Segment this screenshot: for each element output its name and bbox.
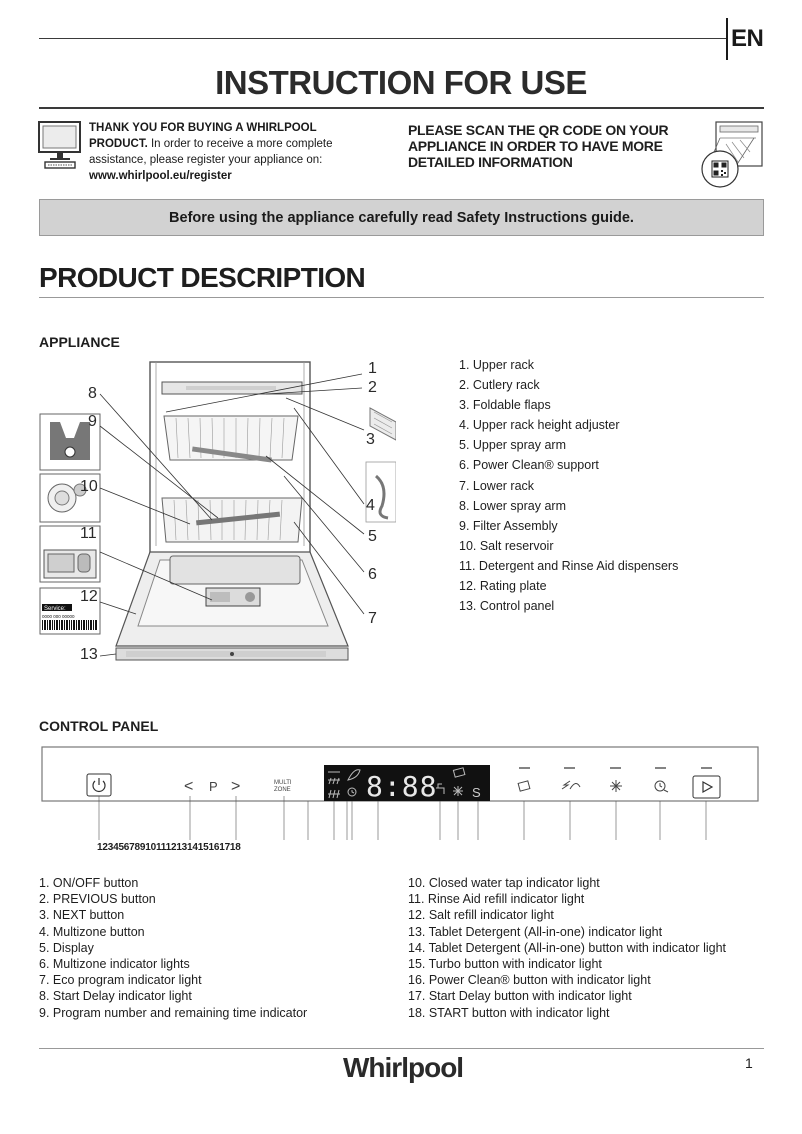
multizone-label-2: ZONE xyxy=(274,787,291,793)
language-code: EN xyxy=(731,25,764,52)
list-item: 4. Upper rack height adjuster xyxy=(459,418,620,433)
callout-8: 8 xyxy=(88,385,97,402)
footer-rule xyxy=(39,1048,764,1049)
list-item: 10. Salt reservoir xyxy=(459,538,554,553)
dishwasher-qr-icon xyxy=(701,121,763,188)
list-item: 5. Display xyxy=(39,940,94,955)
list-item: 13. Tablet Detergent (All-in-one) indica… xyxy=(408,924,663,939)
clock-icon xyxy=(347,787,357,797)
list-item: 15. Turbo button with indicator light xyxy=(408,956,602,971)
callout-13: 13 xyxy=(80,646,98,663)
safety-banner: Before using the appliance carefully rea… xyxy=(39,199,764,236)
computer-monitor-icon xyxy=(38,121,81,169)
callout-2: 2 xyxy=(368,379,377,396)
list-item: 4. Multizone button xyxy=(39,924,145,939)
program-label: P xyxy=(209,779,218,794)
whirlpool-logo: Whirlpool xyxy=(343,1052,464,1083)
rinse-aid-icon xyxy=(453,786,463,796)
prev-label: < xyxy=(184,778,193,795)
list-item: 3. Foldable flaps xyxy=(459,398,551,413)
list-item: 1. Upper rack xyxy=(459,358,535,372)
rating-plate-number: 0000 000 00000 xyxy=(42,614,75,619)
page-title: INSTRUCTION FOR USE xyxy=(215,64,587,101)
title-rule xyxy=(39,107,764,109)
tablet-icon xyxy=(517,780,531,792)
thank-you-body: In order to receive a more complete assi… xyxy=(89,138,333,166)
list-item: 5. Upper spray arm xyxy=(459,438,566,453)
list-item: 6. Multizone indicator lights xyxy=(39,956,190,971)
callout-6: 6 xyxy=(368,566,377,583)
control-panel-heading: CONTROL PANEL xyxy=(39,718,159,734)
salt-label: S xyxy=(472,785,481,800)
callout-3: 3 xyxy=(366,431,375,448)
list-item: 2. PREVIOUS button xyxy=(39,892,156,907)
language-separator xyxy=(726,18,728,60)
barcode-icon xyxy=(42,620,97,630)
list-item: 12. Salt refill indicator light xyxy=(408,908,554,923)
control-panel-legend-left: 1. ON/OFF button 2. PREVIOUS button 3. N… xyxy=(39,875,307,1021)
rating-plate-label: Service: xyxy=(44,606,66,612)
appliance-legend: 1. Upper rack 2. Cutlery rack 3. Foldabl… xyxy=(459,355,678,616)
start-delay-icon xyxy=(654,780,666,792)
list-item: 16. Power Clean® button with indicator l… xyxy=(408,973,651,988)
callout-7: 7 xyxy=(368,610,377,627)
section-rule xyxy=(39,297,764,298)
height-adjuster-inset xyxy=(365,461,396,523)
control-panel-legend-right: 10. Closed water tap indicator light 11.… xyxy=(408,875,726,1021)
power-clean-icon xyxy=(610,780,622,792)
list-item: 11. Detergent and Rinse Aid dispensers xyxy=(459,558,679,573)
list-item: 2. Cutlery rack xyxy=(459,378,540,393)
list-item: 9. Program number and remaining time ind… xyxy=(39,1005,308,1020)
water-tap-icon xyxy=(436,783,445,794)
list-item: 7. Lower rack xyxy=(459,478,535,493)
display-screen xyxy=(324,765,490,801)
callout-10: 10 xyxy=(80,478,98,495)
power-icon xyxy=(92,778,106,792)
callout-9: 9 xyxy=(88,413,97,430)
multizone-label-1: MULTI xyxy=(274,780,292,786)
list-item: 6. Power Clean® support xyxy=(459,458,599,473)
page-number: 1 xyxy=(745,1055,753,1071)
product-description-heading: PRODUCT DESCRIPTION xyxy=(39,262,366,293)
qr-scan-text: PLEASE SCAN THE QR CODE ON YOUR APPLIANC… xyxy=(408,122,669,170)
list-item: 3. NEXT button xyxy=(39,908,125,923)
list-item: 9. Filter Assembly xyxy=(459,518,558,533)
foldable-flaps-inset xyxy=(366,400,396,452)
upper-spray-arm-shape xyxy=(191,446,272,463)
display-digits: 8:88 xyxy=(366,770,437,803)
list-item: 13. Control panel xyxy=(459,599,555,614)
header-rule xyxy=(39,38,726,39)
lower-spray-arm-shape xyxy=(196,511,281,526)
thank-you-text: THANK YOU FOR BUYING A WHIRLPOOL PRODUCT… xyxy=(89,120,359,184)
callout-12: 12 xyxy=(80,588,98,605)
play-icon xyxy=(702,780,714,794)
callout-4: 4 xyxy=(366,497,375,514)
list-item: 17. Start Delay button with indicator li… xyxy=(408,989,632,1004)
list-item: 12. Rating plate xyxy=(459,579,547,594)
list-item: 14. Tablet Detergent (All-in-one) button… xyxy=(408,940,726,955)
list-item: 11. Rinse Aid refill indicator light xyxy=(408,892,585,907)
tablet-indicator-icon xyxy=(452,767,466,778)
eco-leaf-icon xyxy=(347,769,361,781)
appliance-diagram: Service: 0000 000 00000 xyxy=(39,361,396,661)
thank-you-bold: THANK YOU FOR BUYING A WHIRLPOOL PRODUCT… xyxy=(89,122,317,150)
turbo-icon xyxy=(561,780,581,790)
start-button-shape xyxy=(692,775,721,799)
control-panel-diagram: < P > MULTI ZONE 8:88 S xyxy=(41,746,759,840)
callout-1: 1 xyxy=(368,360,377,377)
appliance-heading: APPLIANCE xyxy=(39,334,120,350)
callout-5: 5 xyxy=(368,528,377,545)
list-item: 8. Start Delay indicator light xyxy=(39,989,192,1004)
list-item: 10. Closed water tap indicator light xyxy=(408,876,600,890)
list-item: 8. Lower spray arm xyxy=(459,498,566,513)
callout-11: 11 xyxy=(80,525,97,542)
list-item: 1. ON/OFF button xyxy=(39,876,139,890)
next-label: > xyxy=(231,778,240,795)
control-panel-number-strip: 123456789101112131415161718 xyxy=(97,842,241,853)
list-item: 18. START button with indicator light xyxy=(408,1005,610,1020)
list-item: 7. Eco program indicator light xyxy=(39,973,202,988)
register-link[interactable]: www.whirlpool.eu/register xyxy=(89,170,232,182)
